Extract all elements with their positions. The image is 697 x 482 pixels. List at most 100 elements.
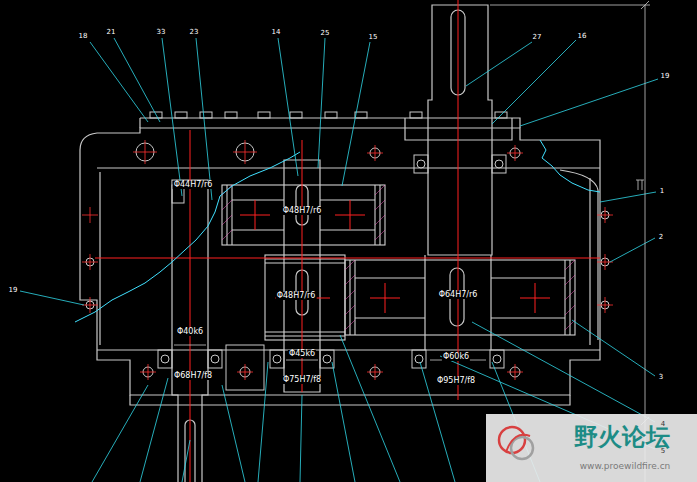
housing <box>97 167 600 168</box>
leader-line <box>90 42 148 122</box>
watermark-panel <box>486 414 697 482</box>
watermark-panel <box>486 414 697 482</box>
gear <box>265 255 345 340</box>
dimension-line <box>641 1 649 425</box>
bearing <box>273 355 281 363</box>
flange-bolt <box>325 112 337 118</box>
housing <box>589 178 590 345</box>
dimension-text: Φ45k6 <box>288 350 316 358</box>
watermark: 野火论坛 <box>574 425 670 449</box>
leader-line <box>342 42 370 186</box>
callout-number: 23 <box>190 29 199 36</box>
leader-line <box>610 238 655 262</box>
flange-bolt <box>355 112 367 118</box>
leader-line <box>318 38 325 168</box>
bolt-centerline <box>82 207 98 223</box>
leader-line <box>520 79 658 126</box>
dimension-line <box>174 1 650 482</box>
dimension-text: Φ48H7/r6 <box>282 207 323 215</box>
dimension-text: Φ40k6 <box>176 328 204 336</box>
leader-line <box>340 335 400 482</box>
dimension-text: Φ95H7/f8 <box>436 377 476 385</box>
bearing <box>495 160 503 168</box>
callout-number: 21 <box>107 29 116 36</box>
leader-line <box>258 362 268 482</box>
watermark: www.proewildfire.cn <box>580 462 671 471</box>
callout-number: 2 <box>659 234 663 241</box>
centerline <box>95 258 600 259</box>
callout-number: 16 <box>578 33 587 40</box>
gear-section-hatch <box>345 260 575 330</box>
centerline <box>95 0 600 482</box>
gear <box>232 200 375 230</box>
dimension-text: Φ75H7/f8 <box>282 376 322 384</box>
bolt-centerline <box>82 140 613 380</box>
flange-bolt <box>258 112 270 118</box>
callout-number: 5 <box>661 448 665 455</box>
callout-number: 3 <box>659 374 663 381</box>
bearing <box>417 160 425 168</box>
bearing <box>158 155 506 390</box>
watermark-panel <box>511 437 533 459</box>
callout-number: 25 <box>321 30 330 37</box>
dimension-text: Φ44H7/r6 <box>173 181 214 189</box>
bearing <box>226 345 264 390</box>
centerline <box>240 200 365 230</box>
housing <box>140 118 520 128</box>
flange-bolt <box>290 112 302 118</box>
gear <box>350 260 570 335</box>
break-line <box>540 140 600 192</box>
callout-number: 1 <box>660 188 664 195</box>
leader-line <box>278 38 298 176</box>
bearing <box>492 155 506 173</box>
dimension-text: Φ68H7/f8 <box>173 372 213 380</box>
callout-number: 18 <box>79 33 88 40</box>
output-shaft <box>428 5 492 255</box>
dimension-text: Φ64H7/r6 <box>438 291 479 299</box>
gear-section-hatch <box>222 185 385 240</box>
bearing <box>490 350 504 368</box>
centerline <box>370 283 550 313</box>
gear <box>222 185 575 340</box>
leader-line <box>182 440 190 482</box>
symbol <box>636 180 644 190</box>
leader-line <box>222 385 245 482</box>
leader-line <box>196 38 212 200</box>
bearing <box>415 355 423 363</box>
gear <box>265 259 345 336</box>
housing <box>80 128 600 395</box>
callout-number: 19 <box>661 73 670 80</box>
bearing <box>493 355 501 363</box>
gear <box>355 278 565 318</box>
bearing <box>211 355 219 363</box>
dimension-text: Φ60k6 <box>442 353 470 361</box>
callout-number: 14 <box>272 29 281 36</box>
symbol <box>636 180 644 190</box>
leader-line <box>332 362 355 482</box>
dimension-line <box>490 5 650 6</box>
housing <box>130 395 570 405</box>
bearing <box>161 355 169 363</box>
break-line <box>75 152 300 322</box>
dimension-line <box>174 345 486 360</box>
bolt-centerline <box>133 140 523 164</box>
dimension-text: Φ48H7/r6 <box>276 292 317 300</box>
bearing <box>414 155 428 173</box>
watermark-panel <box>506 435 530 452</box>
leader-line <box>572 320 655 376</box>
flange-bolt <box>410 112 422 118</box>
bearing <box>270 350 284 368</box>
leader-line <box>162 38 182 196</box>
leader-line <box>114 38 160 122</box>
leader-line <box>20 291 84 305</box>
bearing <box>320 350 334 368</box>
centerline <box>458 0 459 400</box>
gear <box>227 185 380 245</box>
gear <box>345 260 575 335</box>
bearing <box>323 355 331 363</box>
callout-number: 27 <box>533 34 542 41</box>
callout-number: 19 <box>9 287 18 294</box>
flange-bolt <box>225 112 237 118</box>
